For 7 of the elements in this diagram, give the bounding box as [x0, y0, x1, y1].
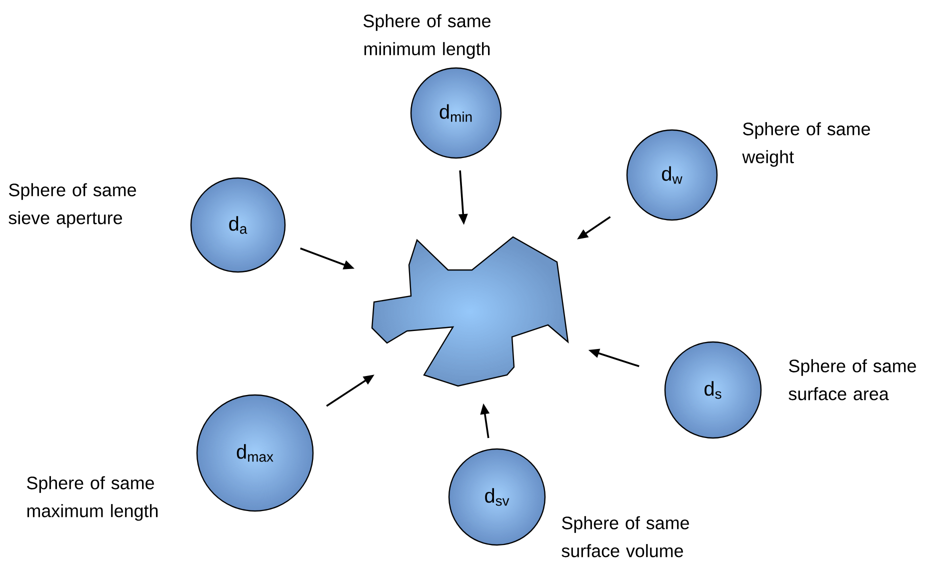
sphere-label: Sphere of same sieve aperture: [8, 183, 136, 228]
particle-shape: [371, 236, 569, 387]
sphere-label: Sphere of same surface area: [788, 359, 916, 400]
sphere-label: Sphere of same weight: [742, 122, 870, 167]
sphere-label: Sphere of same maximum length: [27, 476, 158, 521]
sphere-label: Sphere of same minimum length: [364, 14, 490, 59]
sphere-label: Sphere of same surface volume: [562, 516, 689, 558]
